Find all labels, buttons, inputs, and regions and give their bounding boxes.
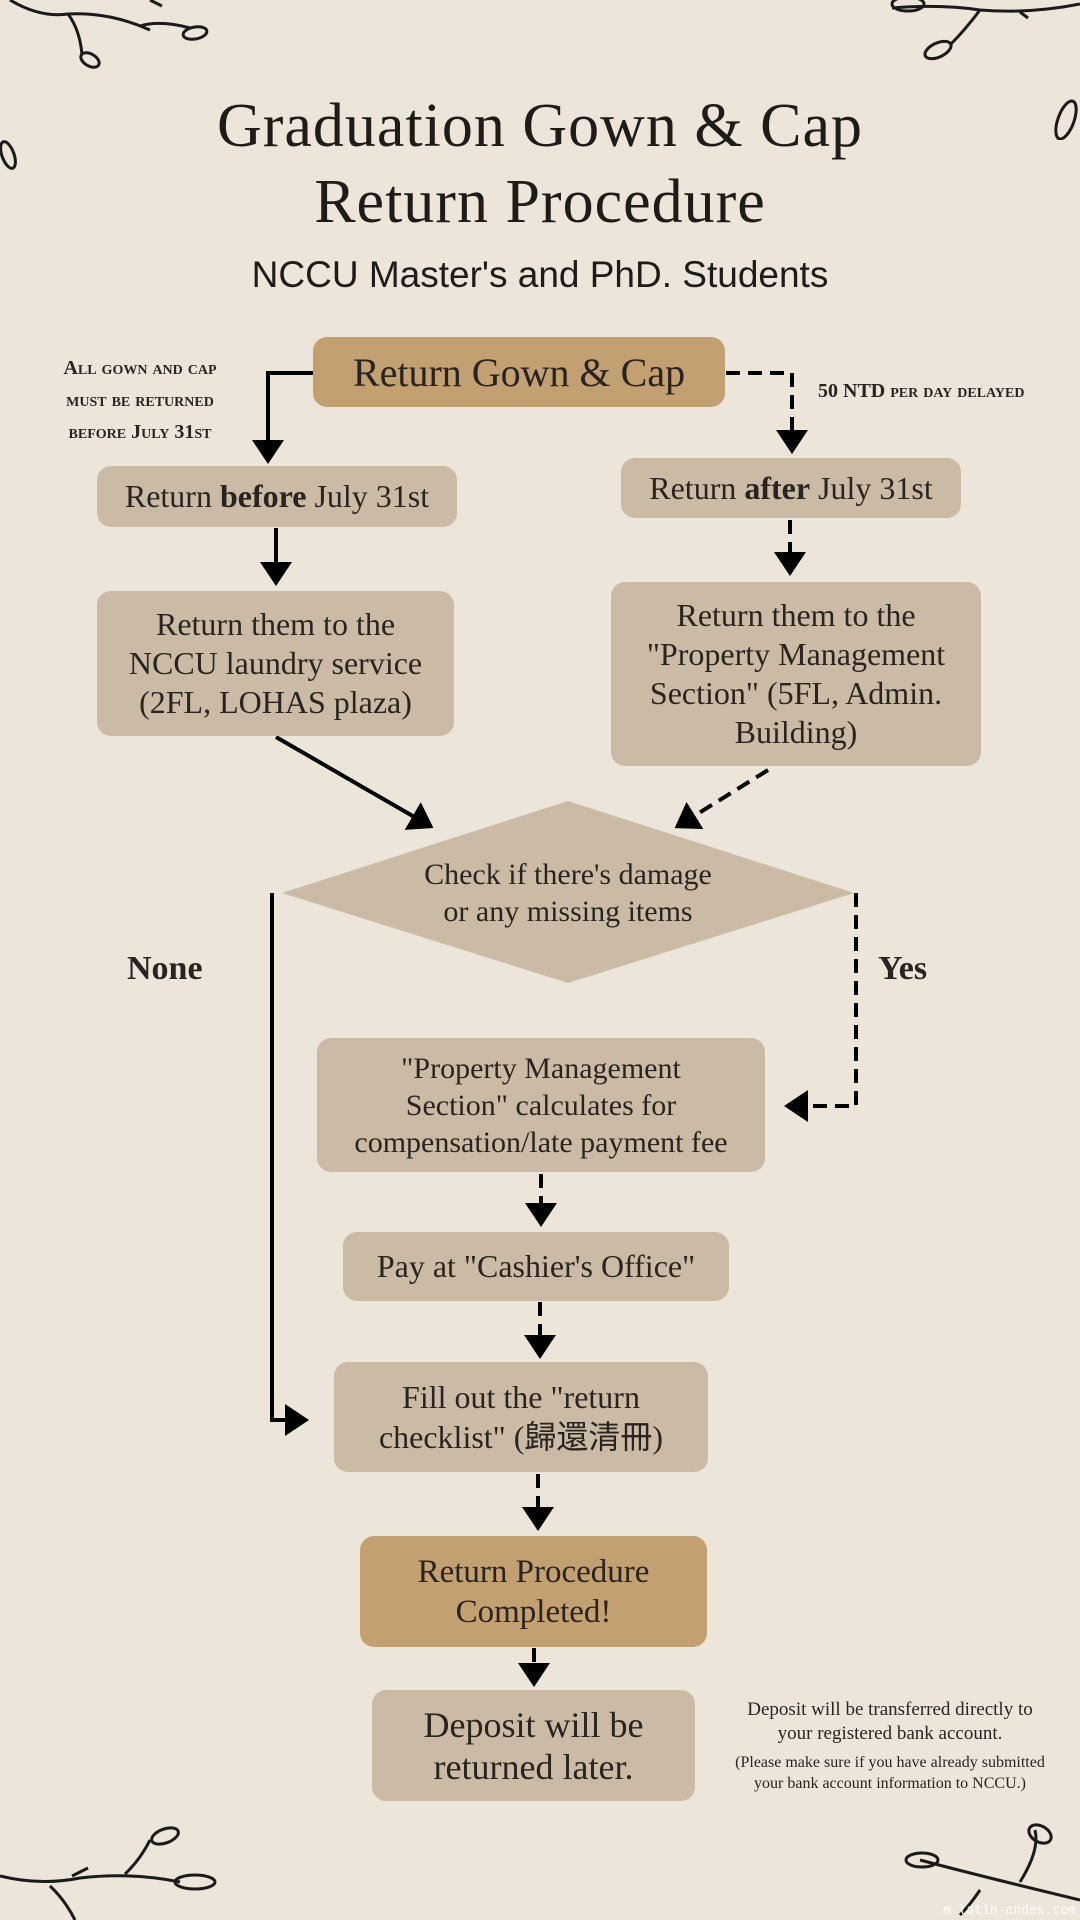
before-keyword: before [219,478,307,514]
checklist-line-2: checklist" (歸還清冊) [378,1419,664,1455]
laundry-line-3: (2FL, LOHAS plaza) [139,684,412,720]
branch-decoration-bottom-right [904,1823,1080,1917]
decision-diamond [282,801,854,983]
page-subtitle: NCCU Master's and PhD. Students [251,254,829,295]
branch-label-none: None [127,950,203,987]
deposit-info-line-3: (Please make sure if you have already su… [735,1754,1045,1771]
node-return-before-label: Return before July 31st [125,478,429,515]
laundry-line-2: NCCU laundry service [128,645,423,681]
branch-decoration-top-left [9,0,209,69]
check-line-2: or any missing items [443,895,693,928]
deadline-note-line-1: All gown and cap [63,357,217,379]
property-line-3: Section" (5FL, Admin. [649,675,943,711]
node-laundry-service: Return them to the NCCU laundry service … [97,591,454,736]
node-calculate-fee: "Property Management Section" calculates… [317,1038,765,1172]
connector-laundry-to-check [274,735,434,830]
node-return-after-label: Return after July 31st [649,470,933,507]
before-suffix: July 31st [306,478,430,514]
connector-check-none-path [270,893,309,1436]
node-deposit-returned: Deposit will be returned later. [372,1690,695,1801]
deposit-info-line-1: Deposit will be transferred directly to [747,1699,1033,1720]
property-line-1: Return them to the [676,597,916,633]
decision-check-label: Check if there's damage or any missing i… [340,856,796,930]
deadline-note-line-2: must be returned [66,389,214,411]
branch-decoration-bottom-left [0,1826,217,1920]
check-line-1: Check if there's damage [424,858,712,891]
property-line-4: Building) [734,714,858,750]
node-return-gown-cap: Return Gown & Cap [313,337,725,407]
deposit-info-line-4: your bank account information to NCCU.) [754,1775,1026,1792]
deposit-line-2: returned later. [433,1746,634,1787]
node-return-checklist: Fill out the "return checklist" (歸還清冊) [334,1362,708,1472]
after-suffix: July 31st [810,469,933,506]
laundry-line-1: Return them to the [155,606,396,642]
deposit-info-line-2: your registered bank account. [777,1723,1003,1744]
branch-decoration-top-right [890,0,1080,140]
connector-property-to-check [674,768,770,830]
connector-check-yes-path [784,893,858,1122]
complete-line-2: Completed! [455,1593,612,1630]
branch-label-yes: Yes [878,950,928,987]
node-return-after: Return after July 31st [621,458,961,518]
node-procedure-completed: Return Procedure Completed! [360,1536,707,1647]
node-pay-cashier-label: Pay at "Cashier's Office" [376,1248,696,1284]
after-prefix: Return [649,469,745,506]
branch-decoration-left-edge [0,140,17,170]
connector-start-to-before [252,371,313,464]
title-line-1: Graduation Gown & Cap [216,92,864,160]
checklist-line-1: Fill out the "return [402,1379,640,1415]
before-prefix: Return [124,478,220,514]
node-pay-cashier: Pay at "Cashier's Office" [343,1232,729,1301]
page-title: Graduation Gown & Cap Return Procedure [0,88,1080,240]
node-return-before: Return before July 31st [97,466,457,527]
deadline-note: All gown and cap must be returned before… [30,352,250,448]
deadline-note-line-3: before July 31st [68,421,212,443]
complete-line-1: Return Procedure [417,1553,650,1590]
late-fee-note: 50 NTD per day delayed [818,380,1025,402]
title-line-2: Return Procedure [314,168,766,236]
calc-line-2: Section" calculates for [405,1088,677,1122]
watermark: m.latin-andes.com [942,1903,1076,1918]
property-line-2: "Property Management [646,636,946,672]
connector-start-to-after [726,371,808,454]
deposit-line-1: Deposit will be [423,1704,644,1745]
deposit-info: Deposit will be transferred directly to … [700,1698,1080,1794]
node-return-gown-cap-label: Return Gown & Cap [352,349,686,395]
calc-line-1: "Property Management [401,1051,681,1085]
calc-line-3: compensation/late payment fee [354,1125,728,1159]
after-keyword: after [744,469,811,506]
node-property-management: Return them to the "Property Management … [611,582,981,766]
